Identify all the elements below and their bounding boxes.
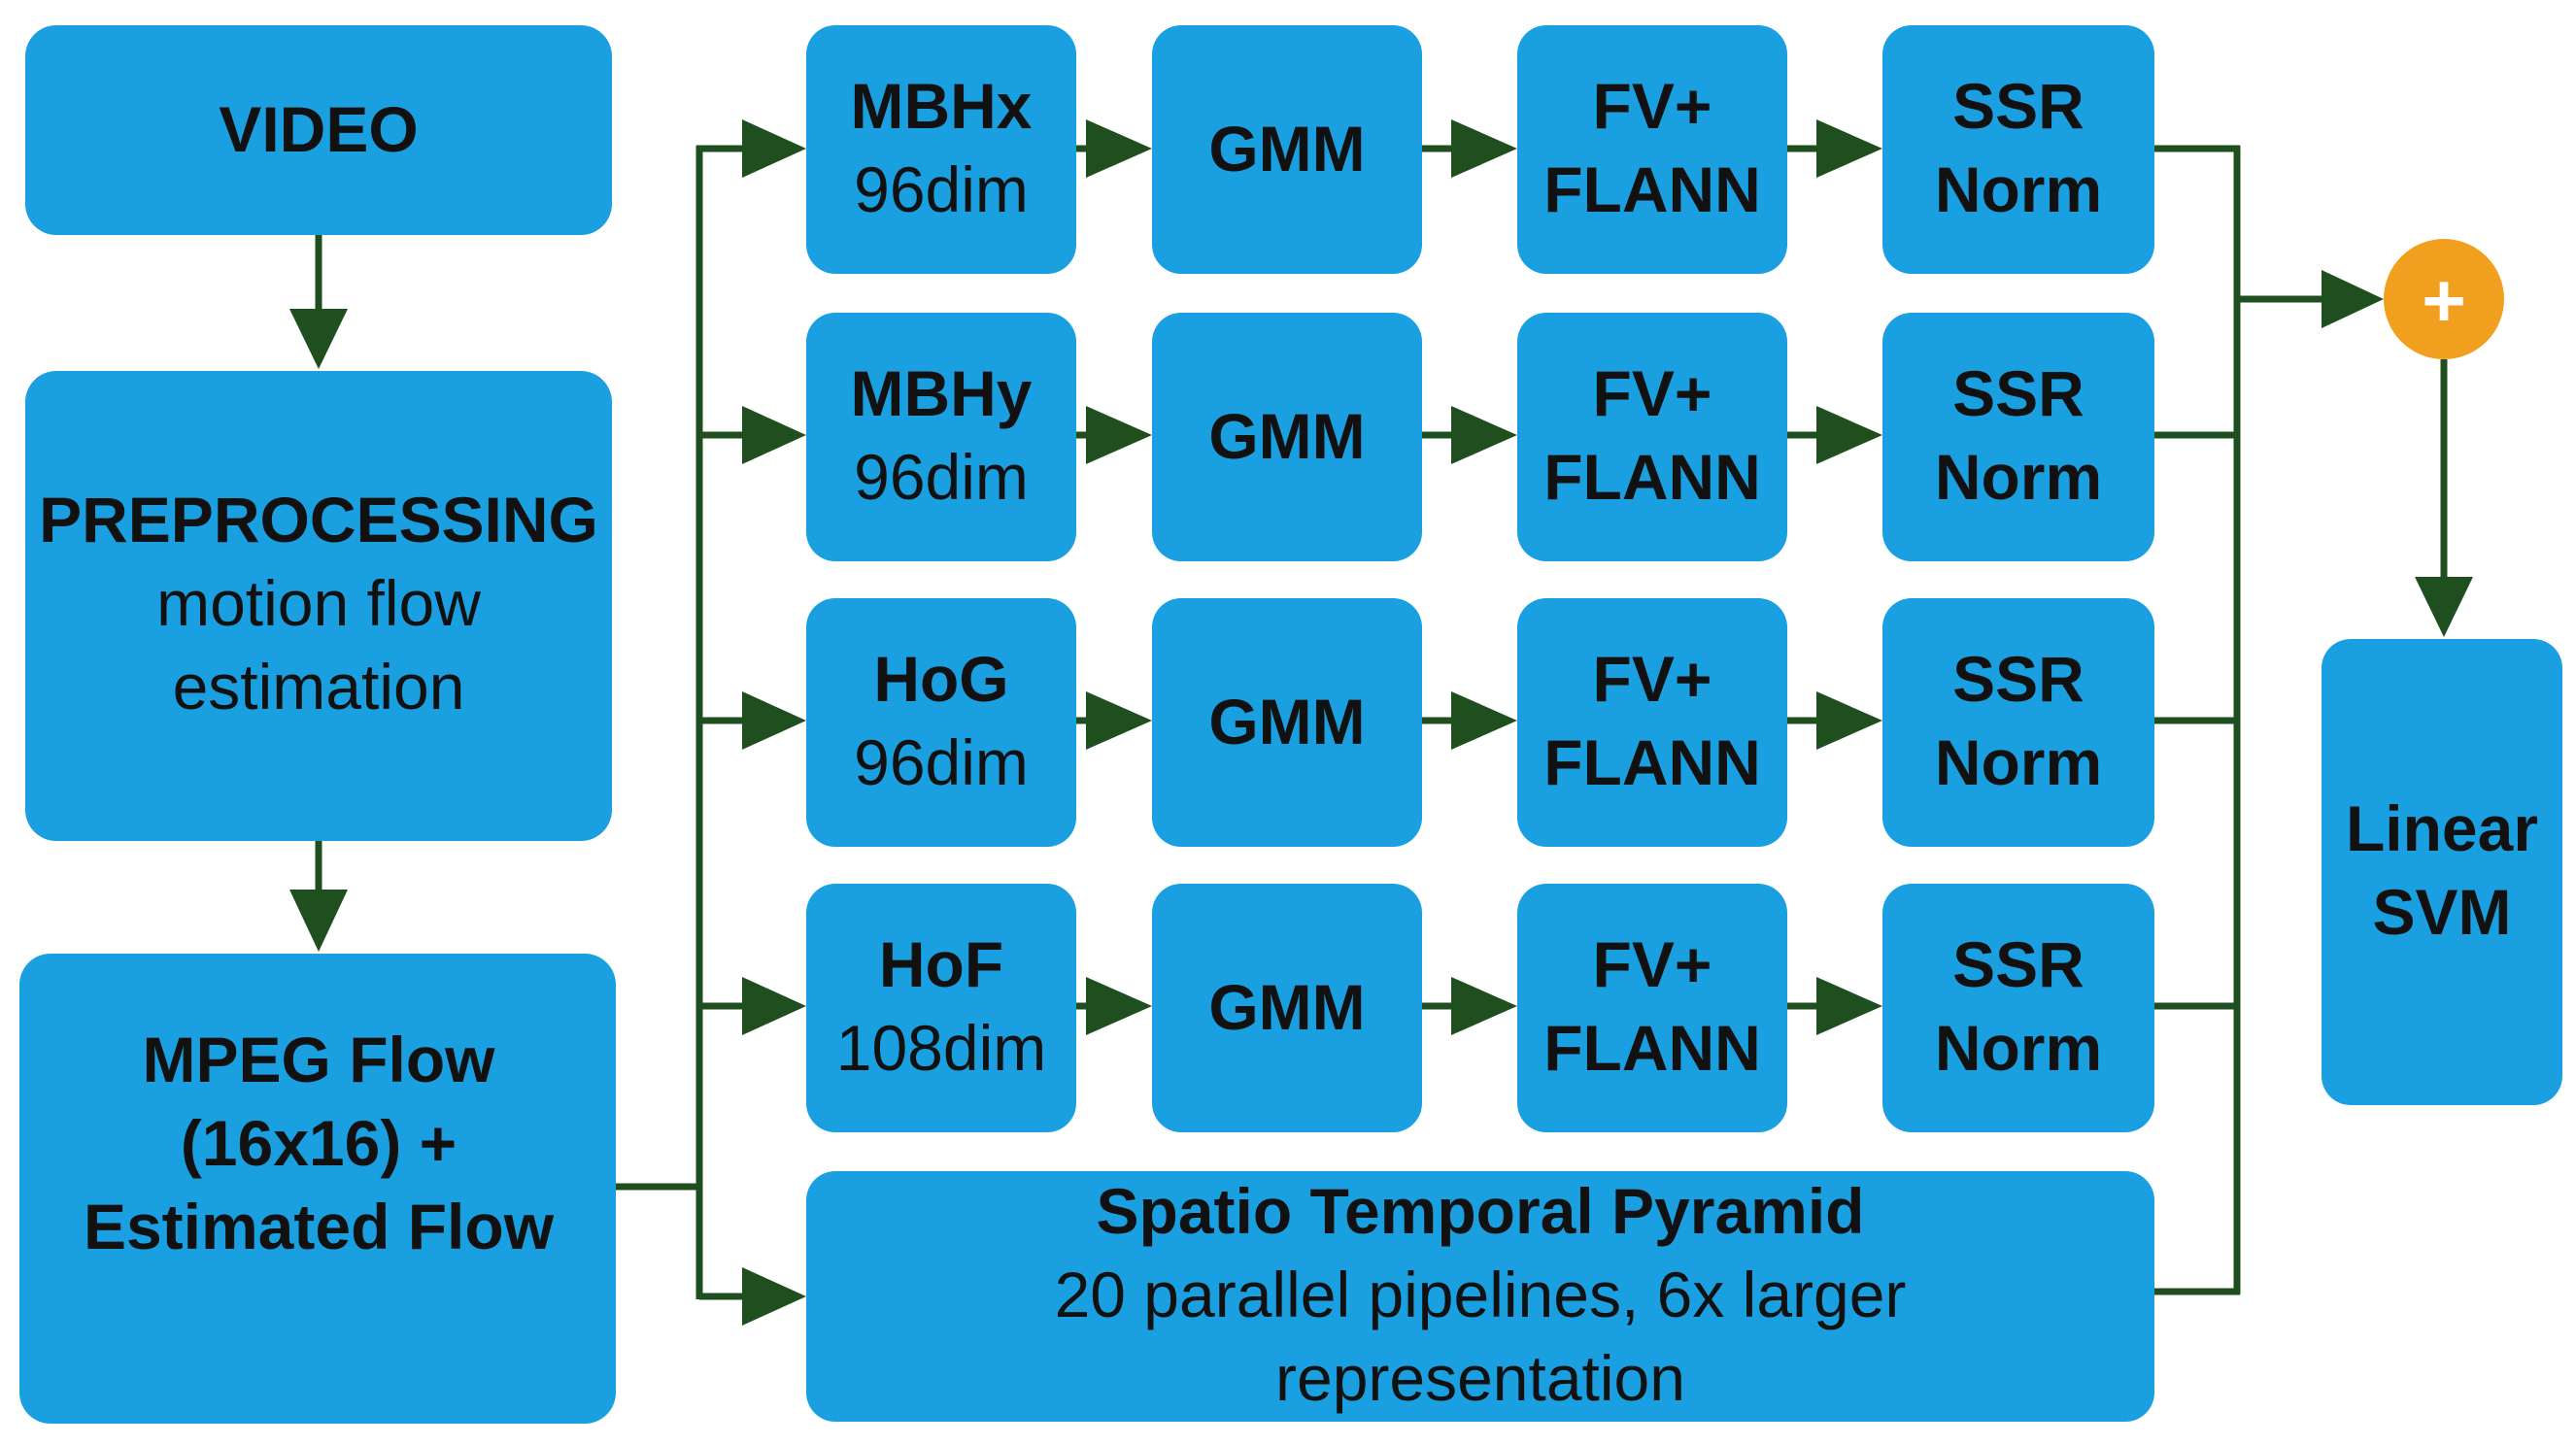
pyramid-line2: representation: [1275, 1342, 1685, 1414]
descriptor-dim: 108dim: [836, 1012, 1046, 1084]
svm-line2: SVM: [2372, 876, 2511, 948]
preprocessing-line1: motion flow: [156, 567, 481, 639]
mpeg-line3: Estimated Flow: [84, 1191, 555, 1262]
gmm-box: [1152, 598, 1422, 847]
arrowhead-to-mbhx: [742, 119, 806, 178]
ssr-norm-box: [1882, 25, 2154, 274]
norm-label: Norm: [1935, 1012, 2102, 1084]
combine-node: +: [2384, 239, 2504, 359]
arrowhead-to-preprocessing: [289, 309, 348, 369]
pipeline-row-hof: HoF 108dim GMM FV+ FLANN SSR Norm: [806, 884, 2154, 1132]
norm-label: Norm: [1935, 726, 2102, 798]
descriptor-name: MBHx: [850, 70, 1032, 142]
arrowhead-row4-gmm: [1086, 977, 1152, 1035]
norm-label: Norm: [1935, 441, 2102, 513]
pyramid-node: Spatio Temporal Pyramid 20 parallel pipe…: [806, 1171, 2154, 1422]
plus-circle-icon: [2384, 239, 2504, 359]
video-label: VIDEO: [219, 93, 418, 165]
video-node: VIDEO: [25, 25, 612, 235]
fv-label: FV+: [1593, 70, 1712, 142]
ssr-norm-box: [1882, 313, 2154, 561]
pipeline-row-hog: HoG 96dim GMM FV+ FLANN SSR Norm: [806, 598, 2154, 847]
descriptor-dim: 96dim: [854, 441, 1029, 513]
mpeg-line2: (16x16) +: [181, 1107, 457, 1179]
preprocessing-title: PREPROCESSING: [39, 484, 598, 555]
gmm-box: [1152, 25, 1422, 274]
arrowhead-row4-ssr: [1816, 977, 1882, 1035]
pipeline-row-mbhx: MBHx 96dim GMM FV+ FLANN SSR Norm: [806, 25, 2154, 274]
fv-label: FV+: [1593, 643, 1712, 715]
arrowhead-row3-fv: [1451, 691, 1517, 750]
gmm-box: [1152, 313, 1422, 561]
arrowhead-to-hog: [742, 691, 806, 750]
ssr-label: SSR: [1952, 70, 2085, 142]
flann-label: FLANN: [1543, 1012, 1761, 1084]
arrowhead-to-pyramid: [742, 1267, 806, 1326]
pyramid-title: Spatio Temporal Pyramid: [1097, 1175, 1865, 1247]
arrowhead-row1-gmm: [1086, 119, 1152, 178]
descriptor-dim: 96dim: [854, 153, 1029, 225]
ssr-norm-box: [1882, 884, 2154, 1132]
descriptor-box: [806, 598, 1076, 847]
arrowhead-row2-gmm: [1086, 406, 1152, 464]
arrowheads: [289, 119, 2473, 1326]
pyramid-box: [806, 1171, 2154, 1422]
ssr-label: SSR: [1952, 643, 2085, 715]
fv-flann-box: [1517, 313, 1787, 561]
norm-label: Norm: [1935, 153, 2102, 225]
arrowhead-row1-fv: [1451, 119, 1517, 178]
svm-line1: Linear: [2346, 792, 2538, 864]
gmm-label: GMM: [1208, 971, 1365, 1043]
gmm-label: GMM: [1208, 400, 1365, 472]
video-box: [25, 25, 612, 235]
mpeg-box: [19, 954, 616, 1424]
pipeline-row-mbhy: MBHy 96dim GMM FV+ FLANN SSR Norm: [806, 313, 2154, 561]
descriptor-name: HoG: [873, 643, 1008, 715]
arrowhead-to-plus: [2322, 270, 2384, 328]
ssr-label: SSR: [1952, 928, 2085, 1000]
arrowhead-to-mpeg: [289, 890, 348, 952]
svm-box: [2322, 639, 2562, 1105]
gmm-label: GMM: [1208, 113, 1365, 185]
flann-label: FLANN: [1543, 153, 1761, 225]
descriptor-box: [806, 884, 1076, 1132]
fv-flann-box: [1517, 598, 1787, 847]
descriptor-dim: 96dim: [854, 726, 1029, 798]
arrowhead-row1-ssr: [1816, 119, 1882, 178]
fv-label: FV+: [1593, 357, 1712, 429]
plus-symbol: +: [2422, 257, 2466, 343]
descriptor-box: [806, 25, 1076, 274]
fv-flann-box: [1517, 884, 1787, 1132]
preprocessing-box: [25, 371, 612, 841]
gmm-box: [1152, 884, 1422, 1132]
arrowhead-row2-fv: [1451, 406, 1517, 464]
ssr-norm-box: [1882, 598, 2154, 847]
gmm-label: GMM: [1208, 686, 1365, 757]
fv-label: FV+: [1593, 928, 1712, 1000]
ssr-label: SSR: [1952, 357, 2085, 429]
flann-label: FLANN: [1543, 441, 1761, 513]
preprocessing-line2: estimation: [173, 651, 465, 722]
arrowhead-to-svm: [2415, 577, 2473, 637]
fv-flann-box: [1517, 25, 1787, 274]
mpeg-line1: MPEG Flow: [143, 1024, 496, 1095]
preprocessing-node: PREPROCESSING motion flow estimation: [25, 371, 612, 841]
flann-label: FLANN: [1543, 726, 1761, 798]
arrowhead-row4-fv: [1451, 977, 1517, 1035]
mpeg-node: MPEG Flow (16x16) + Estimated Flow: [19, 954, 616, 1424]
descriptor-name: MBHy: [850, 357, 1032, 429]
arrowhead-row3-ssr: [1816, 691, 1882, 750]
arrowhead-row2-ssr: [1816, 406, 1882, 464]
arrowhead-row3-gmm: [1086, 691, 1152, 750]
pyramid-line1: 20 parallel pipelines, 6x larger: [1055, 1259, 1907, 1330]
arrowhead-to-hof: [742, 977, 806, 1035]
descriptor-name: HoF: [879, 928, 1003, 1000]
svm-node: Linear SVM: [2322, 639, 2562, 1105]
arrowhead-to-mbhy: [742, 406, 806, 464]
descriptor-box: [806, 313, 1076, 561]
